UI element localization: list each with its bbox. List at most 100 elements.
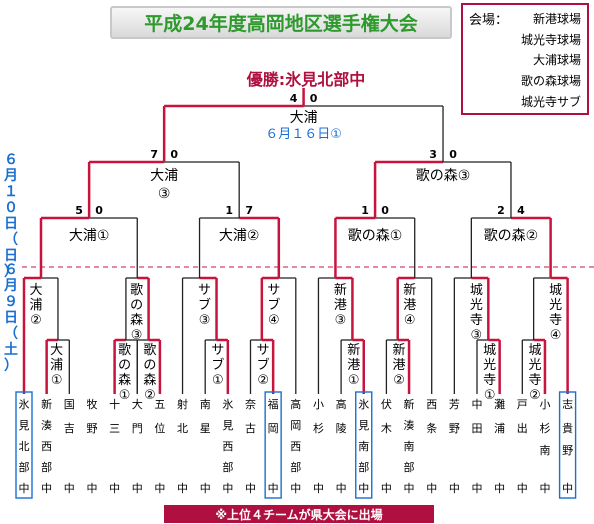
round1-label: サ bbox=[211, 343, 224, 358]
team-name: 小 bbox=[539, 398, 550, 411]
round1-label: ② bbox=[257, 373, 269, 388]
team-name: 出 bbox=[517, 421, 528, 435]
team-name: 国 bbox=[64, 398, 75, 411]
team-name: 野 bbox=[562, 444, 573, 457]
venue-item: 歌の森球場 bbox=[520, 74, 581, 88]
title-text: 平成24年度高岡地区選手権大会 bbox=[144, 13, 418, 35]
team-name: 中 bbox=[154, 482, 165, 495]
round2-label: ② bbox=[30, 313, 42, 328]
round1-label: 新 bbox=[347, 342, 360, 358]
round1-label: 新 bbox=[393, 342, 406, 358]
team-name: 中 bbox=[562, 482, 573, 495]
round2-label: ③ bbox=[335, 313, 347, 328]
team-name: 浦 bbox=[494, 422, 505, 435]
team-name: 中 bbox=[539, 482, 550, 495]
final-date: ６月１６日① bbox=[265, 127, 342, 142]
team-name: 中 bbox=[472, 482, 483, 495]
team-name: 戸 bbox=[517, 398, 528, 411]
round1-label: 城 bbox=[528, 343, 541, 358]
round1-label: 歌 bbox=[143, 343, 156, 358]
round1-label: ① bbox=[119, 388, 131, 403]
semifinal-label: 歌の森③ bbox=[416, 168, 471, 184]
winner-label: 優勝:氷見北部中 bbox=[246, 70, 366, 89]
team-name: 十 bbox=[109, 397, 120, 411]
round1-label: 光 bbox=[528, 358, 541, 373]
round1-label: ② bbox=[393, 373, 405, 388]
round2-label: 城 bbox=[549, 283, 562, 298]
round1-label: ① bbox=[484, 388, 496, 403]
team-name: 北 bbox=[177, 422, 188, 435]
round2-label: ③ bbox=[131, 328, 143, 343]
team-name: 陵 bbox=[336, 422, 347, 435]
venue-item: 城光寺球場 bbox=[520, 33, 581, 47]
round2-label: 光 bbox=[549, 298, 562, 313]
score-left: 3 bbox=[429, 148, 437, 161]
round2-label: 浦 bbox=[29, 298, 42, 313]
quarterfinal-label: 歌の森② bbox=[484, 228, 539, 244]
round1-label: 城 bbox=[483, 343, 496, 358]
team-name: 氷 bbox=[19, 398, 30, 411]
team-name: 中 bbox=[381, 482, 392, 495]
score-left: 1 bbox=[225, 204, 233, 217]
round2-label: 寺 bbox=[549, 313, 562, 328]
round1-label: ブ bbox=[211, 357, 224, 373]
team-name: 奈 bbox=[245, 397, 256, 411]
semifinal-number: ③ bbox=[158, 186, 171, 202]
team-name: 中 bbox=[313, 482, 324, 495]
score-left: 1 bbox=[361, 204, 369, 217]
score-right: 0 bbox=[310, 92, 318, 105]
team-name: 中 bbox=[290, 482, 301, 495]
team-name: 灘 bbox=[494, 398, 505, 411]
team-name: 西 bbox=[222, 440, 233, 453]
team-name: 吉 bbox=[64, 422, 75, 435]
team-name: 見 bbox=[222, 419, 233, 432]
team-name: 中 bbox=[472, 398, 483, 411]
quarterfinal-label: 大浦① bbox=[69, 228, 110, 244]
team-name: 中 bbox=[245, 482, 256, 495]
venue-list: 会場： 新港球場 城光寺球場 大浦球場 歌の森球場 城光寺サブ bbox=[461, 3, 589, 115]
team-name: 高 bbox=[336, 397, 347, 411]
score-right: 0 bbox=[170, 148, 178, 161]
team-name: 中 bbox=[449, 482, 460, 495]
final-label: 大浦 bbox=[290, 110, 318, 126]
round2-label: サ bbox=[198, 283, 211, 298]
team-name: 中 bbox=[426, 482, 437, 495]
round2-label: サ bbox=[267, 283, 280, 298]
team-name: 野 bbox=[86, 422, 97, 435]
score-right: 4 bbox=[517, 204, 525, 217]
team-name: 中 bbox=[404, 482, 415, 495]
round1-label: サ bbox=[257, 343, 270, 358]
quarterfinal-label: 大浦② bbox=[219, 228, 260, 244]
team-name: 部 bbox=[222, 460, 233, 474]
team-name: 貴 bbox=[562, 421, 573, 435]
venue-item: 新港球場 bbox=[532, 12, 581, 26]
team-name: 中 bbox=[177, 482, 188, 495]
team-name: 志 bbox=[562, 398, 573, 411]
team-name: 杉 bbox=[313, 421, 324, 435]
team-name: 新 bbox=[404, 397, 415, 411]
team-name: 大 bbox=[132, 397, 143, 411]
semifinal-label: 大浦 bbox=[150, 168, 178, 184]
round1-label: 寺 bbox=[528, 373, 541, 388]
team-name: 高 bbox=[290, 397, 301, 411]
round1-label: ① bbox=[212, 373, 224, 388]
team-name: 星 bbox=[200, 422, 211, 435]
round1-label: 港 bbox=[347, 358, 360, 373]
team-name: 野 bbox=[449, 422, 460, 435]
team-name: 中 bbox=[132, 482, 143, 495]
round2-label: ④ bbox=[268, 313, 280, 328]
team-name: 中 bbox=[64, 482, 75, 495]
team-name: 中 bbox=[86, 482, 97, 495]
round1-label: ① bbox=[348, 373, 360, 388]
team-name: 見 bbox=[19, 419, 30, 432]
round2-label: 新 bbox=[403, 282, 416, 298]
round1-label: ② bbox=[529, 388, 541, 403]
score-left: 7 bbox=[150, 148, 158, 161]
team-name: 湊 bbox=[41, 418, 52, 432]
round1-label: の bbox=[143, 358, 156, 373]
team-box bbox=[15, 391, 33, 499]
team-name: 氷 bbox=[222, 398, 233, 411]
